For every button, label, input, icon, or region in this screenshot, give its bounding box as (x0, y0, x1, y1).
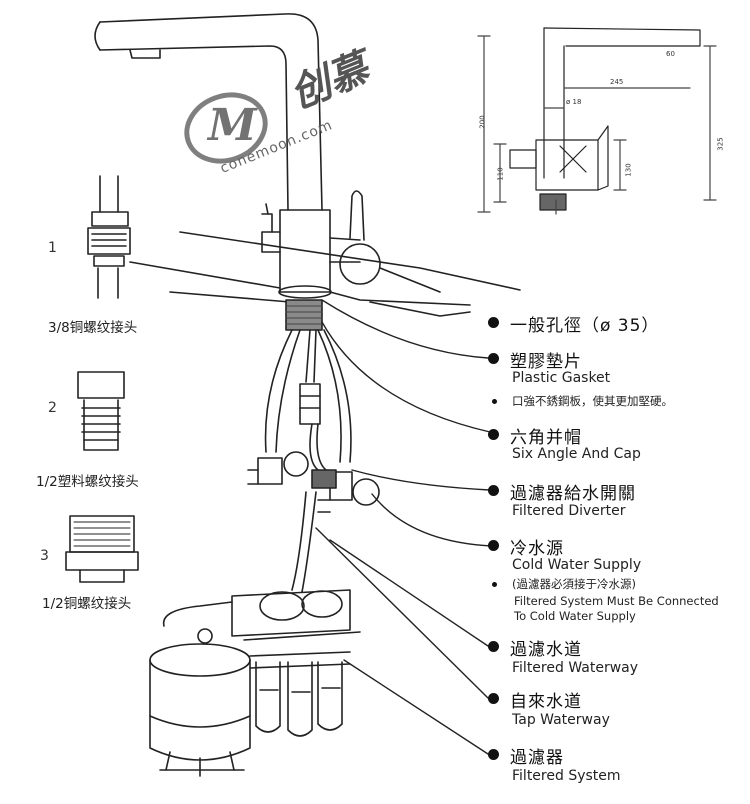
dimension-drawing (477, 27, 717, 215)
fitting-1-number: 1 (48, 240, 57, 256)
cold-supply-note-en-1: Filtered System Must Be Connected (514, 594, 719, 608)
callout-bullet (488, 429, 499, 440)
tap-waterway-label-en: Tap Waterway (512, 712, 610, 728)
dim-18: ø 18 (566, 98, 582, 106)
callout-bullet (488, 317, 499, 328)
callout-bullet (488, 749, 499, 760)
hole-size-label: 一般孔徑（ø 35） (510, 316, 660, 336)
fitting-2-drawing (77, 371, 125, 451)
gasket-label-en: Plastic Gasket (512, 370, 611, 386)
note-bullet (492, 582, 497, 587)
fitting-3-number: 3 (40, 548, 49, 564)
dim-110: 110 (496, 167, 505, 181)
fitting-1-drawing (87, 175, 131, 299)
callout-bullet (488, 693, 499, 704)
filter-unit (149, 589, 361, 777)
callout-bullet (488, 641, 499, 652)
callout-bullet (488, 540, 499, 551)
hex-cap-label-en: Six Angle And Cap (512, 446, 641, 462)
svg-text:M: M (206, 100, 258, 151)
fitting-1-label: 3/8铜螺纹接头 (48, 320, 138, 336)
fitting-3-drawing (65, 515, 139, 583)
filter-system-label-en: Filtered System (512, 768, 621, 784)
cold-supply-label-zh: 冷水源 (510, 539, 564, 559)
leader-lines (315, 299, 493, 755)
filter-system-label-zh: 過濾器 (510, 748, 564, 768)
dim-130: 130 (624, 163, 633, 177)
note-bullet (492, 399, 497, 404)
fitting-2-number: 2 (48, 400, 57, 416)
callout-bullet (488, 485, 499, 496)
gasket-label-zh: 塑膠墊片 (510, 352, 582, 372)
cold-supply-label-en: Cold Water Supply (512, 557, 642, 573)
gasket-note: 口強不銹鋼板，使其更加堅硬。 (512, 394, 673, 408)
brand-logo: M (184, 92, 268, 164)
dim-60: 60 (666, 50, 675, 58)
fitting-2-label: 1/2塑料螺纹接头 (36, 474, 139, 490)
callout-bullet (488, 353, 499, 364)
cold-supply-note-zh: (過濾器必須接于冷水源) (512, 577, 636, 591)
tap-waterway-label-zh: 自來水道 (510, 692, 582, 712)
hoses (247, 329, 380, 593)
dim-200: 200 (478, 115, 487, 129)
fitting-3-label: 1/2铜螺纹接头 (42, 596, 132, 612)
countertop (129, 231, 521, 317)
dim-245: 245 (610, 78, 624, 86)
filtered-waterway-label-en: Filtered Waterway (512, 660, 639, 676)
faucet-body (94, 13, 381, 331)
diverter-label-zh: 過濾器給水開關 (510, 484, 636, 504)
diverter-label-en: Filtered Diverter (512, 503, 626, 519)
filtered-waterway-label-zh: 過濾水道 (510, 640, 582, 660)
dim-325: 325 (716, 137, 725, 151)
hex-cap-label-zh: 六角并帽 (510, 428, 582, 448)
cold-supply-note-en-2: To Cold Water Supply (514, 609, 636, 623)
